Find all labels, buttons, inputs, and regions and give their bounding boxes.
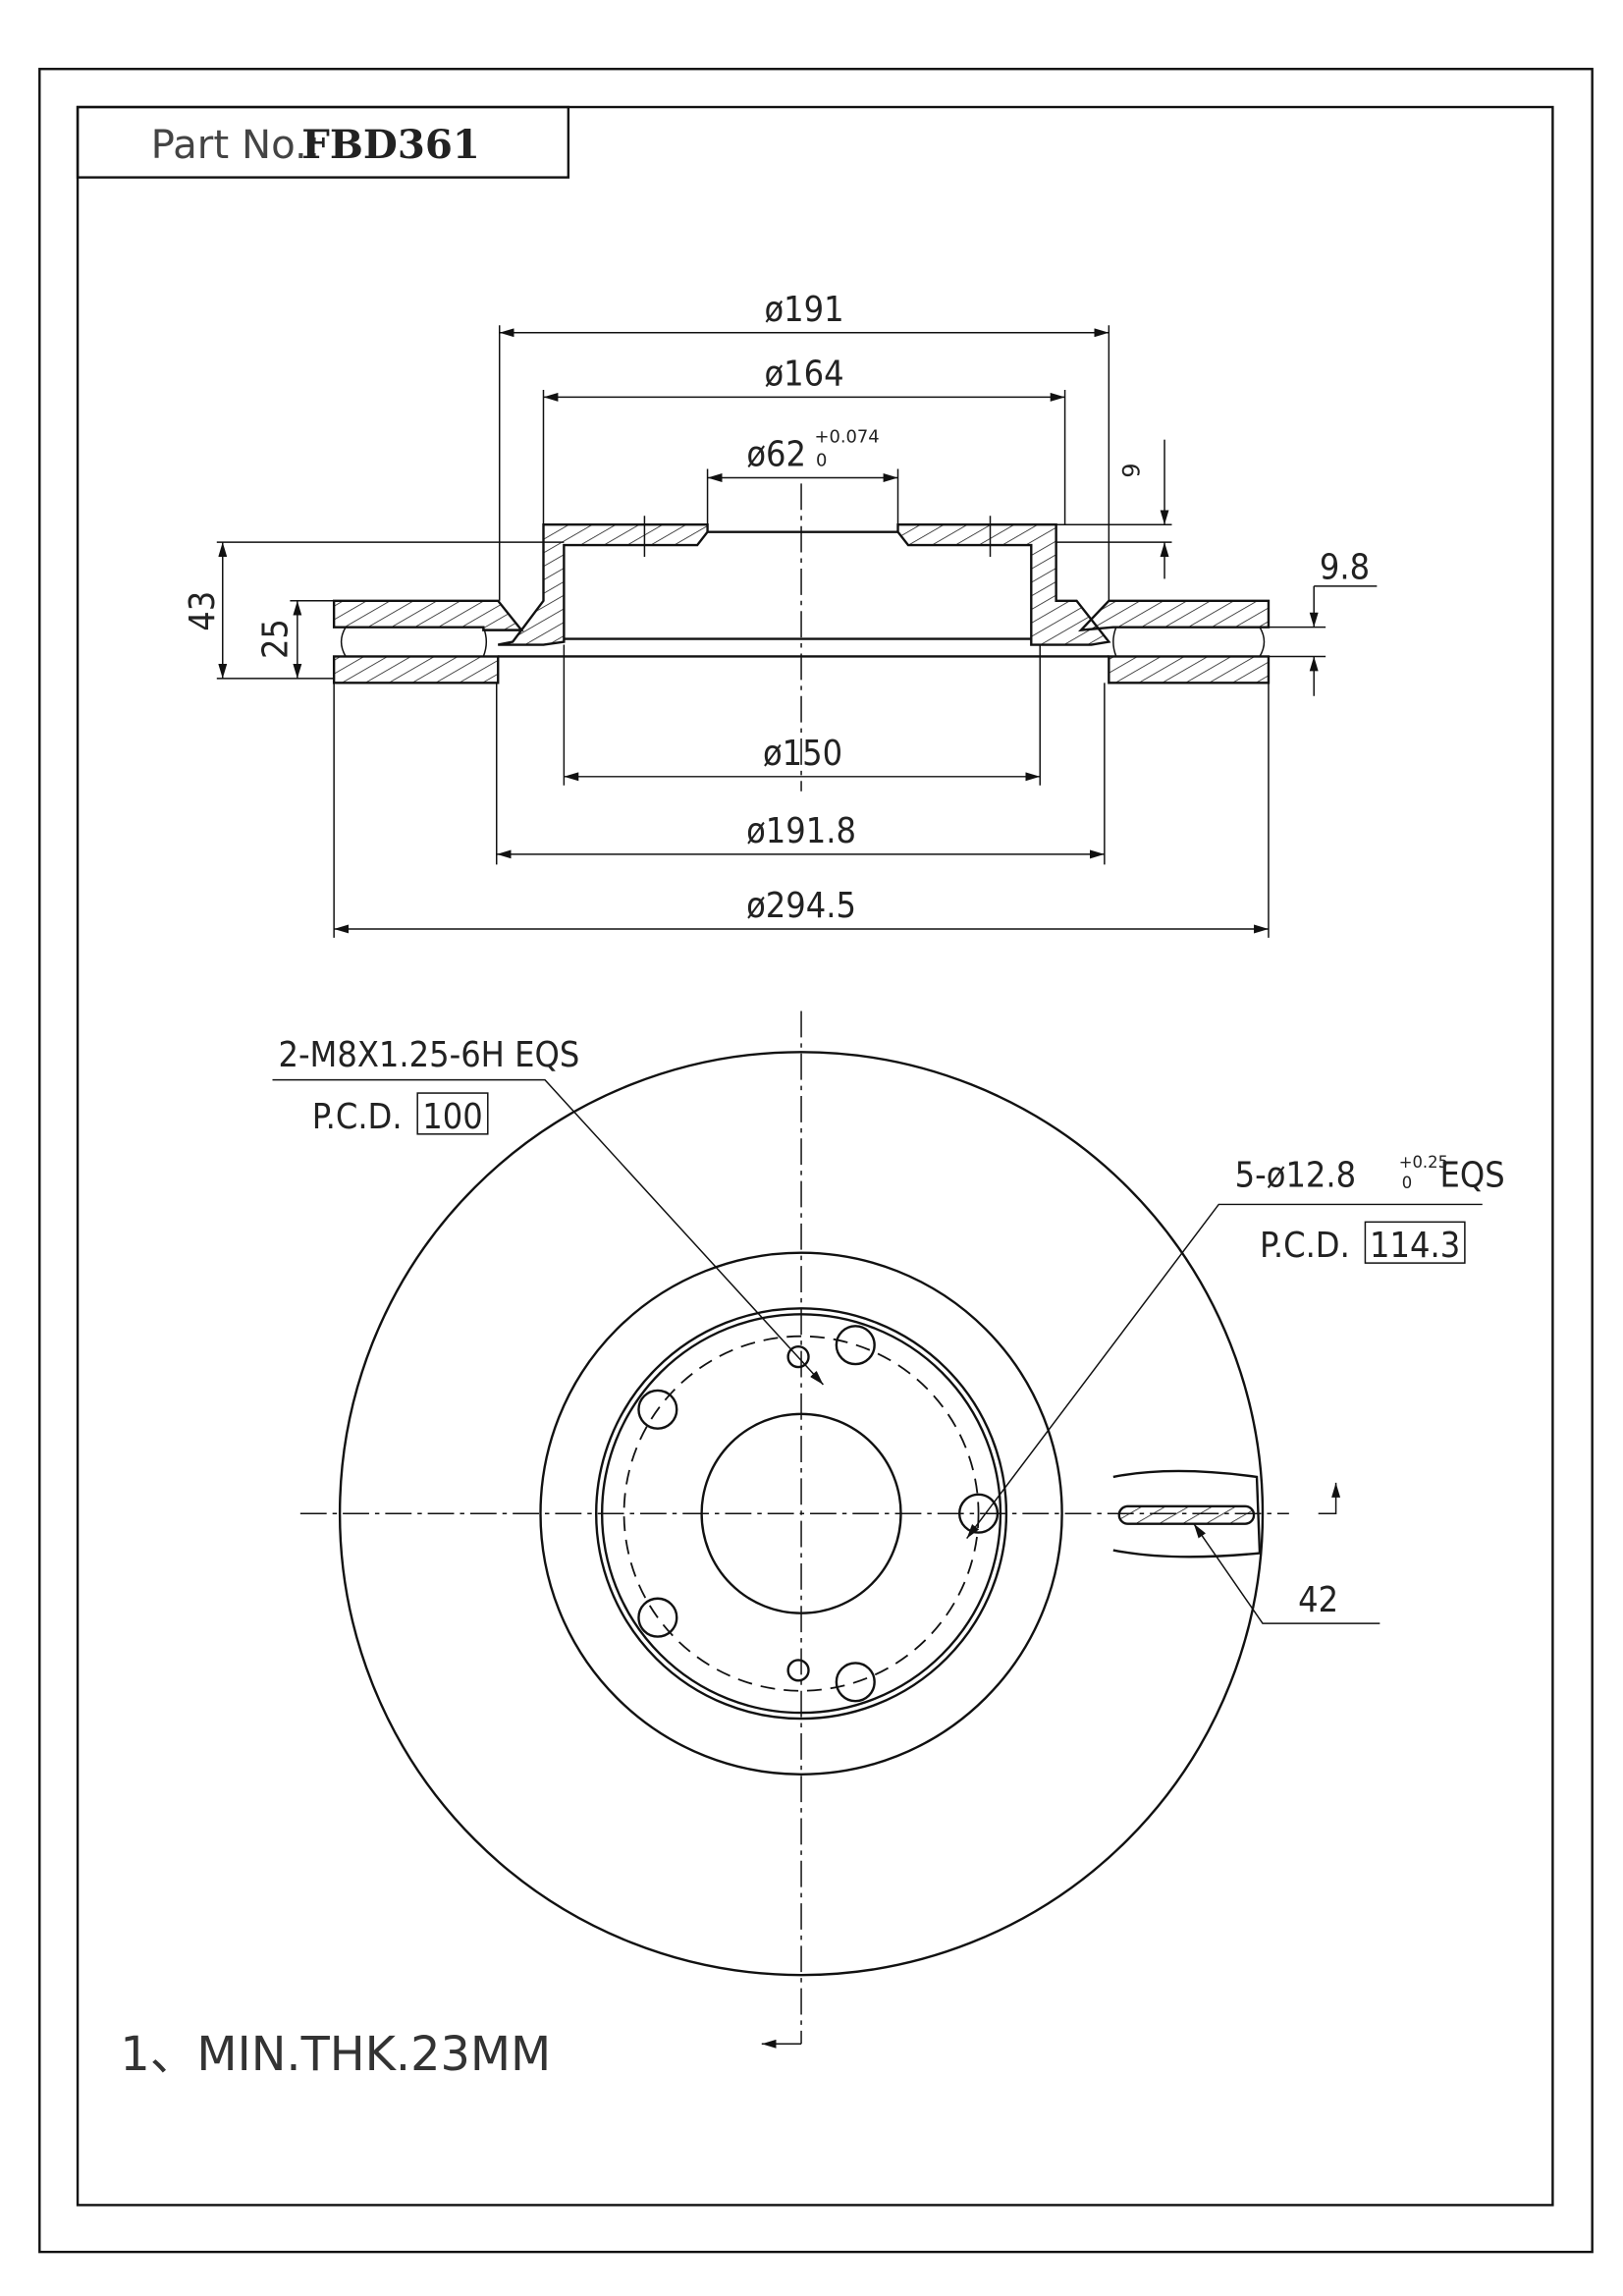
part-number: FBD361 [301, 122, 480, 168]
section-view: ø191 ø164 ø62 +0.074 0 ø150 ø191.8 ø294.… [183, 290, 1378, 938]
dim-d164: ø164 [764, 354, 843, 394]
slot [1117, 1504, 1256, 1525]
part-no-label: Part No.: [151, 123, 321, 168]
front-view: 2-M8X1.25-6H EQS P.C.D. 100 5-ø12.8 +0.2… [272, 1011, 1505, 2049]
hole-tol-lower: 0 [1402, 1174, 1412, 1192]
slot-outline [1112, 1469, 1262, 1558]
dim-d150: ø150 [763, 734, 842, 774]
disc-outer-edge [338, 1051, 1265, 1977]
hole-note-suffix: EQS [1440, 1156, 1505, 1196]
dim-h9: 9 [1118, 463, 1146, 477]
dim-d191-8: ø191.8 [746, 811, 856, 851]
dim-h43: 43 [183, 591, 223, 631]
hole-pcd-value: 114.3 [1370, 1226, 1460, 1266]
dim-d191: ø191 [764, 290, 843, 330]
hole-tol-upper: +0.25 [1399, 1153, 1448, 1172]
dim-d294-5: ø294.5 [746, 886, 856, 926]
thread-pcd-label: P.C.D. [312, 1097, 403, 1137]
inner-frame [76, 105, 1554, 2207]
slot-dim: 42 [1298, 1580, 1338, 1620]
threaded-holes [786, 1344, 810, 1682]
hat-outer-edge [539, 1251, 1063, 1776]
pcd-circle [622, 1335, 980, 1692]
note-min-thickness: 1、MIN.THK.23MM [120, 2028, 551, 2082]
thread-note: 2-M8X1.25-6H EQS [278, 1035, 579, 1075]
dim-h25: 25 [255, 619, 296, 659]
hole-pcd-label: P.C.D. [1260, 1226, 1350, 1266]
dim-t9-8: 9.8 [1320, 547, 1370, 587]
dim-d62-tol-lower: 0 [816, 451, 827, 471]
outer-border [38, 68, 1594, 2254]
dim-d62: ø62 [746, 435, 806, 475]
title-block: Part No.: FBD361 [76, 105, 570, 179]
dim-d62-tol-upper: +0.074 [814, 427, 879, 448]
thread-pcd-value: 100 [422, 1097, 482, 1137]
hole-note: 5-ø12.8 [1235, 1156, 1357, 1196]
